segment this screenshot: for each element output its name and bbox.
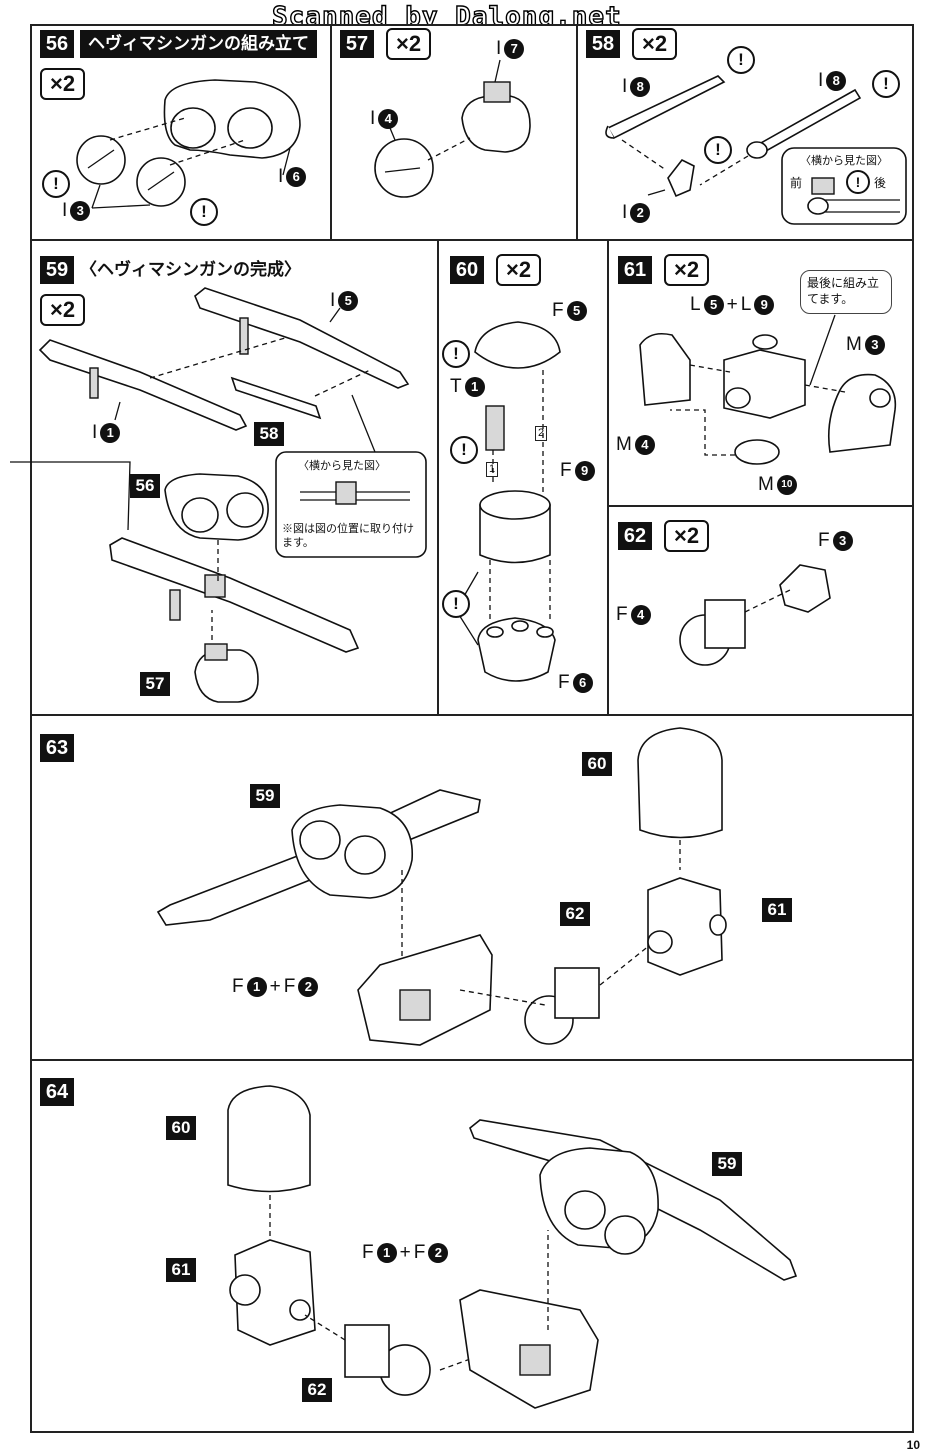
step-60-art — [455, 321, 561, 682]
step-59-multiplier: ×2 — [40, 294, 86, 326]
step-57-number: 57 — [340, 30, 374, 58]
ref-step-59: 59 — [712, 1152, 742, 1176]
exclamation-circle-icon: ! — [442, 590, 470, 618]
step-57-art — [374, 59, 531, 198]
exclamation-circle-icon: ! — [704, 136, 732, 164]
ref-step-57: 57 — [140, 672, 170, 696]
ref-step-60: 60 — [582, 752, 612, 776]
step-60-number: 60 — [450, 256, 484, 284]
exclamation-circle-icon: ! — [846, 170, 870, 194]
step-59-number: 59 — [40, 256, 74, 284]
exclamation-circle-icon: ! — [872, 70, 900, 98]
ref-step-60: 60 — [166, 1116, 196, 1140]
step-57-multiplier: ×2 — [386, 28, 432, 60]
exclamation-circle-icon: ! — [190, 198, 218, 226]
step-61-multiplier: ×2 — [664, 254, 710, 286]
ref-step-56: 56 — [130, 474, 160, 498]
step-61-number: 61 — [618, 256, 652, 284]
exclamation-circle-icon: ! — [727, 46, 755, 74]
step-56-multiplier: ×2 — [40, 68, 86, 100]
ref-step-58: 58 — [254, 422, 284, 446]
step-59-title: 〈ヘヴィマシンガンの完成〉 — [80, 260, 301, 280]
step-63-number: 63 — [40, 734, 74, 762]
ref-step-62: 62 — [302, 1378, 332, 1402]
step-56-number: 56 — [40, 30, 74, 58]
step-58-multiplier: ×2 — [632, 28, 678, 60]
exclamation-circle-icon: ! — [42, 170, 70, 198]
step-56-art — [76, 79, 301, 209]
step-63-art — [156, 727, 727, 1046]
step-62-multiplier: ×2 — [664, 520, 710, 552]
order-marker-2: 2 — [535, 426, 548, 441]
side-view-back-label: 後 — [874, 176, 887, 190]
step-64-number: 64 — [40, 1078, 74, 1106]
ref-step-61: 61 — [762, 898, 792, 922]
exclamation-circle-icon: ! — [450, 436, 478, 464]
exclamation-circle-icon: ! — [442, 340, 470, 368]
step-64-art — [227, 1085, 798, 1409]
assemble-last-note: 最後に組み立てます。 — [800, 270, 892, 314]
step-62-panel — [607, 505, 914, 716]
side-view-title-59: 〈横から見た図〉 — [298, 460, 386, 472]
step-58-art — [605, 75, 907, 225]
page-number: 10 — [906, 1438, 920, 1452]
ref-step-61: 61 — [166, 1258, 196, 1282]
side-view-note-59: ※図は図の位置に取り付けます。 — [282, 523, 414, 549]
order-marker-1: 1 — [486, 462, 499, 477]
step-62-art — [679, 564, 831, 666]
side-view-title: 〈横から見た図〉 — [800, 155, 888, 167]
side-view-front-label: 前 — [790, 176, 803, 190]
step-61-art — [639, 314, 897, 465]
step-59-art — [10, 287, 427, 703]
step-62-number: 62 — [618, 522, 652, 550]
step-58-number: 58 — [586, 30, 620, 58]
step-60-multiplier: ×2 — [496, 254, 542, 286]
ref-step-59: 59 — [250, 784, 280, 808]
step-56-title: ヘヴィマシンガンの組み立て — [80, 30, 317, 58]
ref-step-62: 62 — [560, 902, 590, 926]
